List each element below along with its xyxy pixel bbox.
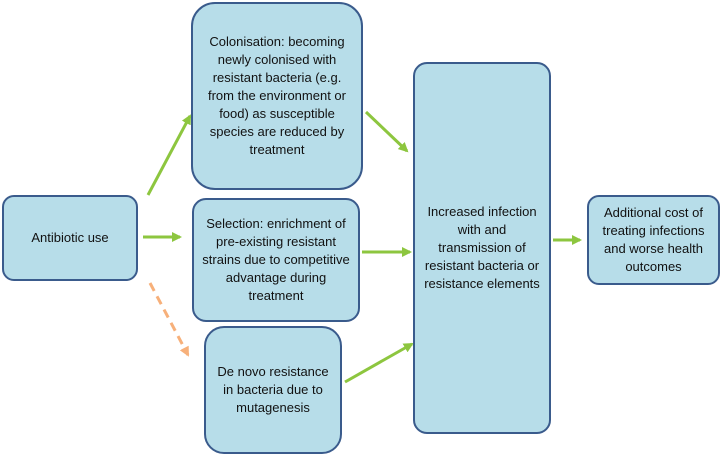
selection-box: Selection: enrichment of pre-existing re… — [192, 198, 360, 322]
colonisation-label: Colonisation: becoming newly colonised w… — [207, 34, 346, 157]
additional-cost-label: Additional cost of treating infections a… — [602, 205, 705, 274]
arrow-antibiotic-to-de-novo — [148, 282, 190, 357]
colonisation-box: Colonisation: becoming newly colonised w… — [191, 2, 363, 190]
selection-label: Selection: enrichment of pre-existing re… — [202, 216, 350, 303]
arrow-colonisation-to-increased-infection — [364, 110, 409, 153]
antibiotic-use-box: Antibiotic use — [2, 195, 138, 281]
de-novo-label: De novo resistance in bacteria due to mu… — [217, 364, 329, 415]
additional-cost-box: Additional cost of treating infections a… — [587, 195, 720, 285]
arrow-antibiotic-to-colonisation — [146, 114, 192, 196]
increased-infection-box: Increased infection with and transmissio… — [413, 62, 551, 434]
de-novo-box: De novo resistance in bacteria due to mu… — [204, 326, 342, 454]
antibiotic-use-label: Antibiotic use — [31, 230, 109, 245]
arrow-de-novo-to-increased-infection — [344, 342, 414, 384]
increased-infection-label: Increased infection with and transmissio… — [424, 204, 540, 291]
